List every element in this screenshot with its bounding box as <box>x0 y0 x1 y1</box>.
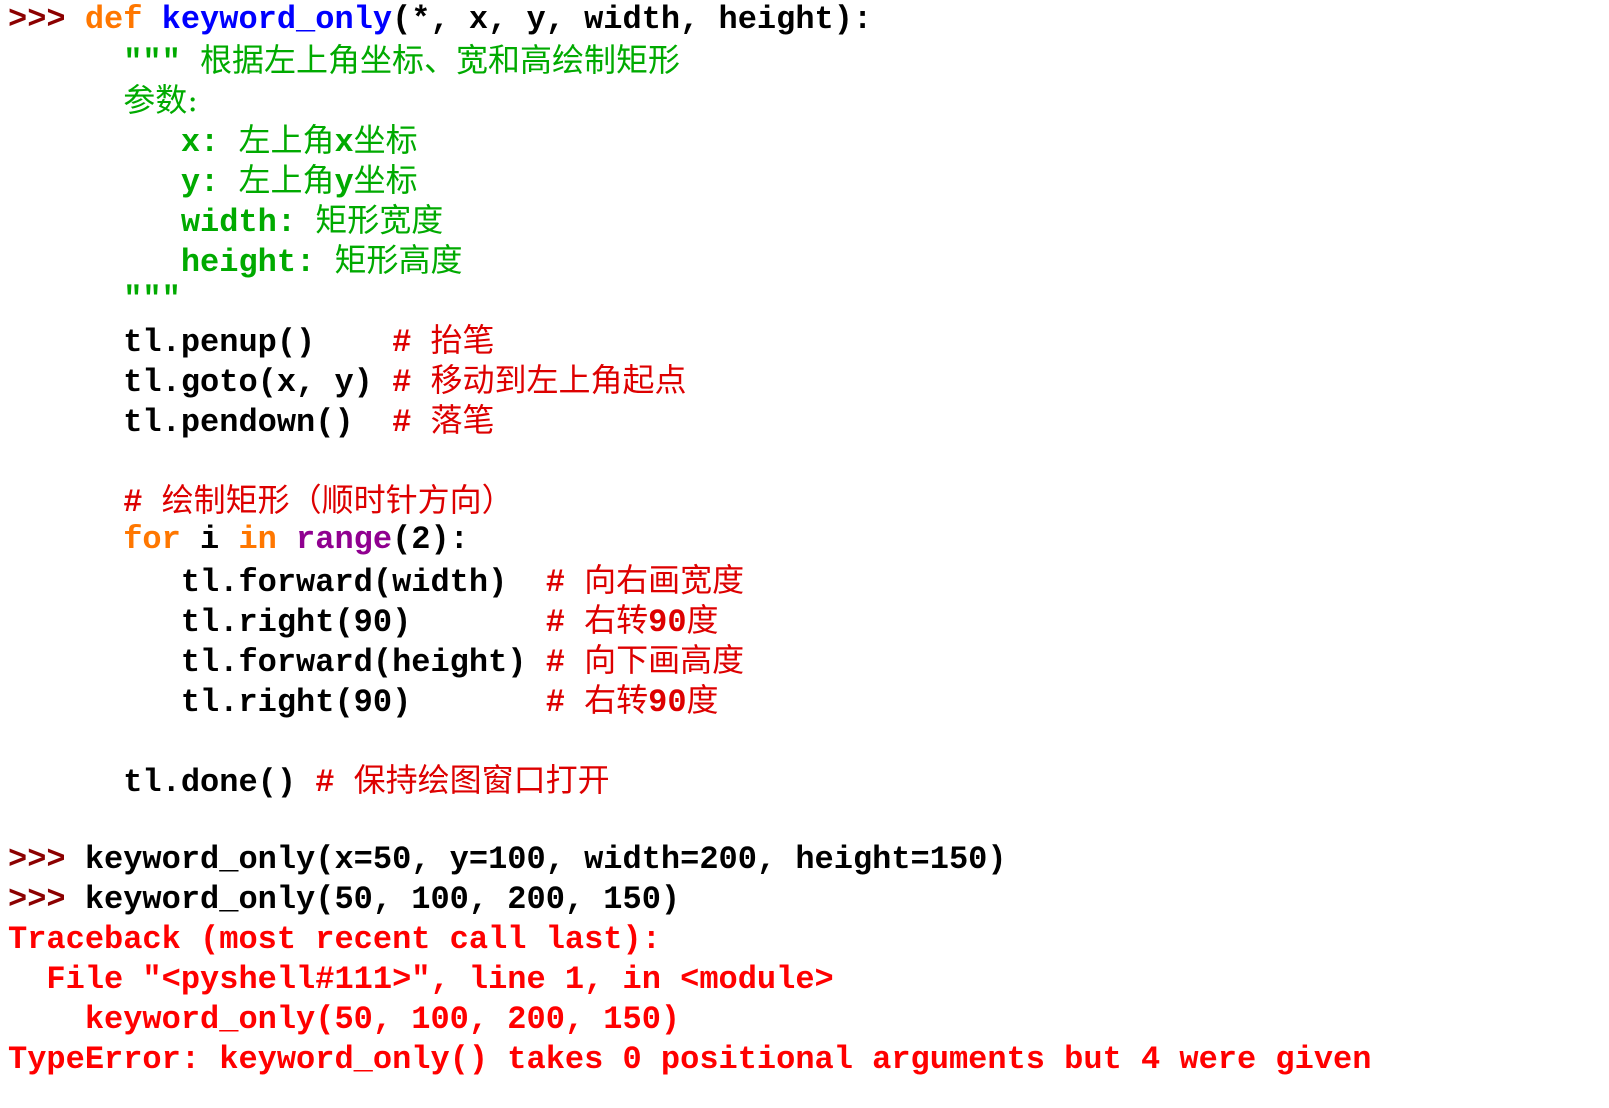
traceback-file: File "<pyshell#111>", line 1, in <module… <box>46 961 834 998</box>
comment-text: 移动到左上角起点 <box>430 361 687 399</box>
call-line: >>> keyword_only(50, 100, 200, 150) <box>8 880 1603 920</box>
param-desc-mono: y <box>334 164 354 201</box>
param-desc-tail: 坐标 <box>353 161 418 199</box>
docstring-quotes: """ <box>123 44 181 81</box>
range-builtin: range <box>296 521 393 558</box>
param-desc-tail: 坐标 <box>353 121 418 159</box>
loop-variable: i <box>200 521 220 558</box>
docstring-param: x: 左上角x坐标 <box>8 120 1603 161</box>
traceback-error: TypeError: keyword_only() takes 0 positi… <box>8 1041 1372 1078</box>
docstring-quotes: """ <box>123 281 181 318</box>
function-name: keyword_only <box>161 1 393 38</box>
code-line: tl.right(90) # 右转90度 <box>8 680 1603 721</box>
param-desc-mono: x <box>334 124 354 161</box>
param-desc: 矩形高度 <box>334 241 463 279</box>
blank-line <box>8 440 1603 480</box>
code-statement: tl.done() <box>123 764 297 801</box>
docstring-param: y: 左上角y坐标 <box>8 160 1603 201</box>
code-statement: tl.goto(x, y) <box>123 364 373 401</box>
range-args: (2): <box>392 521 469 558</box>
param-name: y: <box>180 164 220 201</box>
comment-text: 落笔 <box>430 401 495 439</box>
param-name: width: <box>180 204 297 241</box>
docstring-summary: 根据左上角坐标、宽和高绘制矩形 <box>200 41 681 79</box>
docstring-open: """ 根据左上角坐标、宽和高绘制矩形 <box>8 40 1603 81</box>
comment-text: 右转 <box>584 681 649 719</box>
def-keyword: def <box>84 1 143 38</box>
call-statement: keyword_only(50, 100, 200, 150) <box>84 881 681 918</box>
code-statement: tl.right(90) <box>180 604 412 641</box>
comment-hash: # <box>392 364 412 401</box>
param-desc: 左上角 <box>238 161 335 199</box>
code-statement: tl.forward(width) <box>180 564 508 601</box>
python-shell-output[interactable]: >>> def keyword_only(*, x, y, width, hei… <box>8 0 1603 1108</box>
comment-hash: # <box>392 324 412 361</box>
docstring-params-title: 参数: <box>8 80 1603 120</box>
code-line: tl.penup() # 抬笔 <box>8 320 1603 361</box>
code-statement: tl.forward(height) <box>180 644 527 681</box>
comment-hash: # <box>123 484 143 521</box>
code-line: tl.goto(x, y) # 移动到左上角起点 <box>8 360 1603 401</box>
comment-line: # 绘制矩形（顺时针方向） <box>8 480 1603 521</box>
docstring-close: """ <box>8 280 1603 320</box>
for-line: for i in range(2): <box>8 520 1603 560</box>
comment-text: 抬笔 <box>430 321 495 359</box>
param-desc: 矩形宽度 <box>315 201 444 239</box>
comment-number: 90 <box>648 684 687 721</box>
blank-line <box>8 720 1603 760</box>
comment-number: 90 <box>648 604 687 641</box>
comment-hash: # <box>545 564 565 601</box>
blank-line <box>8 800 1603 840</box>
code-statement: tl.right(90) <box>180 684 412 721</box>
docstring-param: width: 矩形宽度 <box>8 200 1603 241</box>
comment-text: 保持绘图窗口打开 <box>353 761 610 799</box>
function-params: (*, x, y, width, height): <box>392 1 873 38</box>
def-line: >>> def keyword_only(*, x, y, width, hei… <box>8 0 1603 40</box>
comment-hash: # <box>545 604 565 641</box>
code-line: tl.done() # 保持绘图窗口打开 <box>8 760 1603 801</box>
prompt: >>> <box>8 841 66 878</box>
comment-hash: # <box>545 684 565 721</box>
for-keyword: for <box>123 521 181 558</box>
call-line: >>> keyword_only(x=50, y=100, width=200,… <box>8 840 1603 880</box>
comment-text: 右转 <box>584 601 649 639</box>
comment-tail: 度 <box>686 681 719 719</box>
traceback-header: Traceback (most recent call last): <box>8 921 661 958</box>
docstring-param: height: 矩形高度 <box>8 240 1603 281</box>
comment-text: 向下画高度 <box>584 641 745 679</box>
code-line: tl.forward(height) # 向下画高度 <box>8 640 1603 681</box>
call-statement: keyword_only(x=50, y=100, width=200, hei… <box>84 841 1007 878</box>
in-keyword: in <box>238 521 277 558</box>
prompt: >>> <box>8 881 66 918</box>
param-name: height: <box>180 244 316 281</box>
code-statement: tl.penup() <box>123 324 316 361</box>
code-statement: tl.pendown() <box>123 404 354 441</box>
code-line: tl.forward(width) # 向右画宽度 <box>8 560 1603 601</box>
comment-text: 绘制矩形（顺时针方向） <box>161 481 514 519</box>
comment-hash: # <box>315 764 335 801</box>
prompt: >>> <box>8 1 66 38</box>
code-line: tl.right(90) # 右转90度 <box>8 600 1603 641</box>
params-title: 参数: <box>123 81 199 119</box>
code-line: tl.pendown() # 落笔 <box>8 400 1603 441</box>
param-desc: 左上角 <box>238 121 335 159</box>
comment-hash: # <box>545 644 565 681</box>
traceback-source: keyword_only(50, 100, 200, 150) <box>84 1001 681 1038</box>
comment-text: 向右画宽度 <box>584 561 745 599</box>
comment-hash: # <box>392 404 412 441</box>
param-name: x: <box>180 124 220 161</box>
comment-tail: 度 <box>686 601 719 639</box>
